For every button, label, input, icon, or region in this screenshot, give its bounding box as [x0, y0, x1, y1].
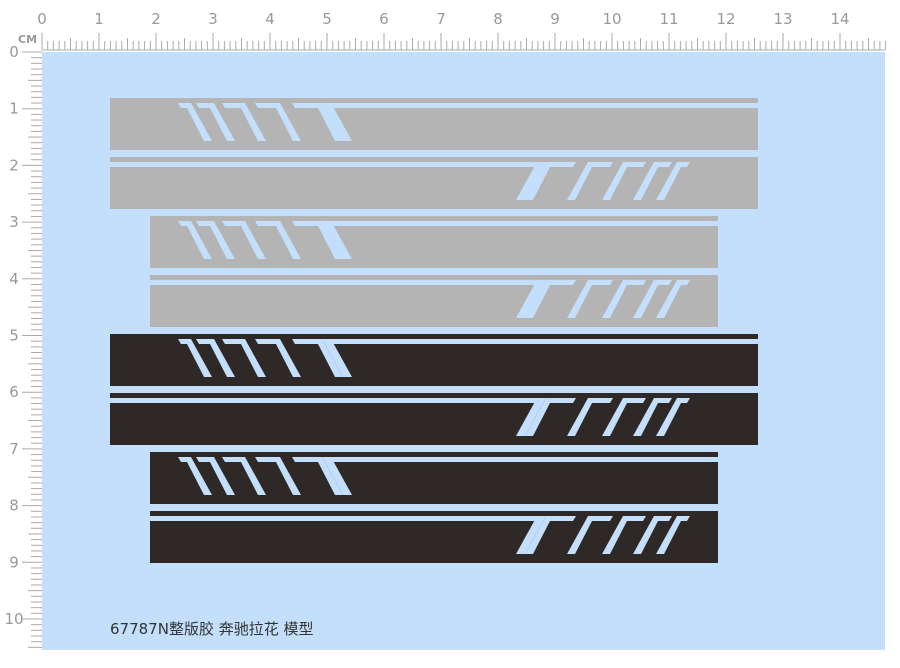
chevron-cutout: [222, 103, 266, 141]
ruler-label: 2: [151, 10, 161, 28]
stripe-line-cutout: [322, 221, 718, 226]
ruler-label: 13: [773, 10, 792, 28]
chevron-cutout: [567, 516, 613, 554]
chevron-cutout: [633, 280, 672, 318]
stripe-line-cutout: [150, 280, 546, 285]
decal-strip: [150, 216, 718, 268]
ruler-label: 4: [9, 270, 19, 288]
chevron-cutout: [322, 457, 352, 495]
chevron-cutout: [602, 398, 646, 436]
chevron-cutout: [656, 516, 690, 554]
ruler-label: 9: [550, 10, 560, 28]
chevron-cutout: [292, 457, 343, 495]
decal-strip: [110, 157, 758, 209]
chevron-cutout: [656, 280, 690, 318]
chevron-cutout: [222, 339, 266, 377]
ruler-label: 11: [659, 10, 678, 28]
chevron-cutout: [222, 457, 266, 495]
chevron-cutout: [633, 398, 672, 436]
chevron-cutout: [567, 398, 613, 436]
chevron-cutout: [196, 103, 235, 141]
ruler-label: 3: [208, 10, 218, 28]
ruler-label: 14: [830, 10, 849, 28]
chevron-cutout: [178, 339, 212, 377]
chevron-cutout: [222, 221, 266, 259]
decal-strips: [110, 98, 758, 563]
chevron-cutout: [196, 457, 235, 495]
decal-strip: [150, 452, 718, 504]
chevron-cutout: [516, 162, 546, 200]
ruler-label: 3: [9, 213, 19, 231]
ruler-label: 7: [9, 440, 19, 458]
ruler-label: 10: [4, 610, 23, 628]
chevron-cutout: [633, 516, 672, 554]
ruler-label: 9: [9, 553, 19, 571]
ruler-label: 0: [37, 10, 47, 28]
ruler-label: 8: [9, 497, 19, 515]
chevron-cutout: [567, 162, 613, 200]
ruler-label: 7: [436, 10, 446, 28]
chevron-cutout: [322, 103, 352, 141]
ruler-label: 2: [9, 156, 19, 174]
chevron-cutout: [292, 103, 343, 141]
chevron-cutout: [602, 162, 646, 200]
chevron-cutout: [178, 457, 212, 495]
chevron-cutout: [602, 516, 646, 554]
ruler-label: 0: [9, 43, 19, 61]
chevron-cutout: [196, 221, 235, 259]
stripe-line-cutout: [322, 103, 758, 108]
chevron-cutout: [633, 162, 672, 200]
stripe-line-cutout: [322, 457, 718, 462]
ruler-label: 1: [94, 10, 104, 28]
decal-strip: [150, 511, 718, 563]
chevron-cutout: [516, 398, 546, 436]
ruler-label: 4: [265, 10, 275, 28]
stripe-line-cutout: [150, 516, 546, 521]
decal-strip: [110, 334, 758, 386]
ruler-label: 12: [716, 10, 735, 28]
stripe-line-cutout: [110, 398, 546, 403]
ruler-label: 8: [493, 10, 503, 28]
ruler-label: 1: [9, 100, 19, 118]
chevron-cutout: [178, 103, 212, 141]
chevron-cutout: [602, 280, 646, 318]
chevron-cutout: [196, 339, 235, 377]
ruler-label: 6: [379, 10, 389, 28]
chevron-cutout: [255, 103, 301, 141]
ruler-label: 10: [602, 10, 621, 28]
chevron-cutout: [525, 398, 576, 436]
chevron-cutout: [255, 221, 301, 259]
ruler-label: 6: [9, 383, 19, 401]
chevron-cutout: [178, 221, 212, 259]
chevron-cutout: [567, 280, 613, 318]
chevron-cutout: [525, 280, 576, 318]
chevron-cutout: [525, 162, 576, 200]
decal-strip: [110, 393, 758, 445]
chevron-cutout: [292, 221, 343, 259]
chevron-cutout: [292, 339, 343, 377]
ruler-label: 5: [9, 327, 19, 345]
ruler-label: 5: [322, 10, 332, 28]
chevron-cutout: [516, 516, 546, 554]
chevron-cutout: [525, 516, 576, 554]
chevron-cutout: [656, 398, 690, 436]
chevron-cutout: [516, 280, 546, 318]
chevron-cutout: [322, 221, 352, 259]
stripe-line-cutout: [322, 339, 758, 344]
decal-strip: [110, 98, 758, 150]
product-caption: 67787N整版胶 奔驰拉花 模型: [110, 620, 314, 638]
ruler-unit-label: CM: [18, 33, 37, 46]
chevron-cutout: [255, 457, 301, 495]
chevron-cutout: [255, 339, 301, 377]
chevron-cutout: [656, 162, 690, 200]
stripe-line-cutout: [110, 162, 546, 167]
chevron-cutout: [322, 339, 352, 377]
decal-strip: [150, 275, 718, 327]
